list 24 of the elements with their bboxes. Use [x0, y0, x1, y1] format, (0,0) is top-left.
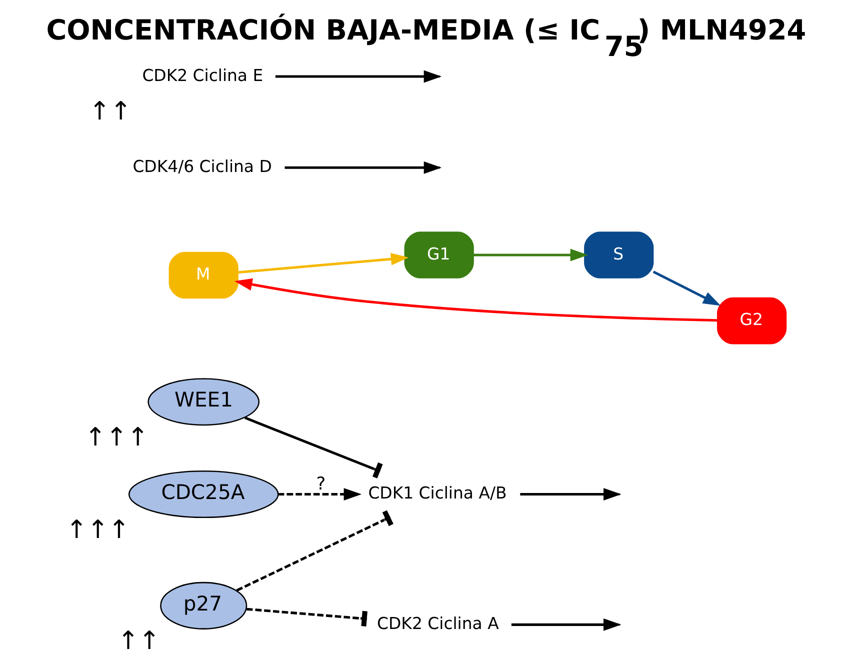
node-text: CDK2 Ciclina A: [376, 614, 498, 633]
node-ellipse: WEE1: [147, 378, 260, 426]
connector: [244, 416, 382, 478]
node-text: CDK2 Ciclina E: [142, 66, 263, 85]
connector: [236, 510, 393, 592]
edge-label: ?: [316, 474, 326, 494]
arrow: [472, 248, 588, 262]
node-box: G1: [404, 232, 474, 278]
node-text: CDK4/6 Ciclina D: [132, 156, 272, 176]
node-label: ↑↑: [117, 625, 160, 656]
node-label: ↑↑: [88, 96, 131, 126]
arrow: [277, 488, 362, 500]
arrow: [234, 278, 717, 322]
node-label: ↑↑↑: [84, 421, 148, 452]
node-box: M: [168, 252, 238, 299]
node-box: G2: [716, 297, 786, 344]
node-label: ↑↑↑: [66, 514, 130, 544]
node-box: S: [584, 232, 654, 278]
arrow: [652, 270, 720, 306]
node-text: CDK1 Ciclina A/B: [368, 484, 506, 503]
connector: [246, 608, 367, 626]
node-ellipse: CDC25A: [128, 470, 278, 518]
node-ellipse: p27: [160, 582, 247, 630]
arrow: [238, 252, 408, 274]
